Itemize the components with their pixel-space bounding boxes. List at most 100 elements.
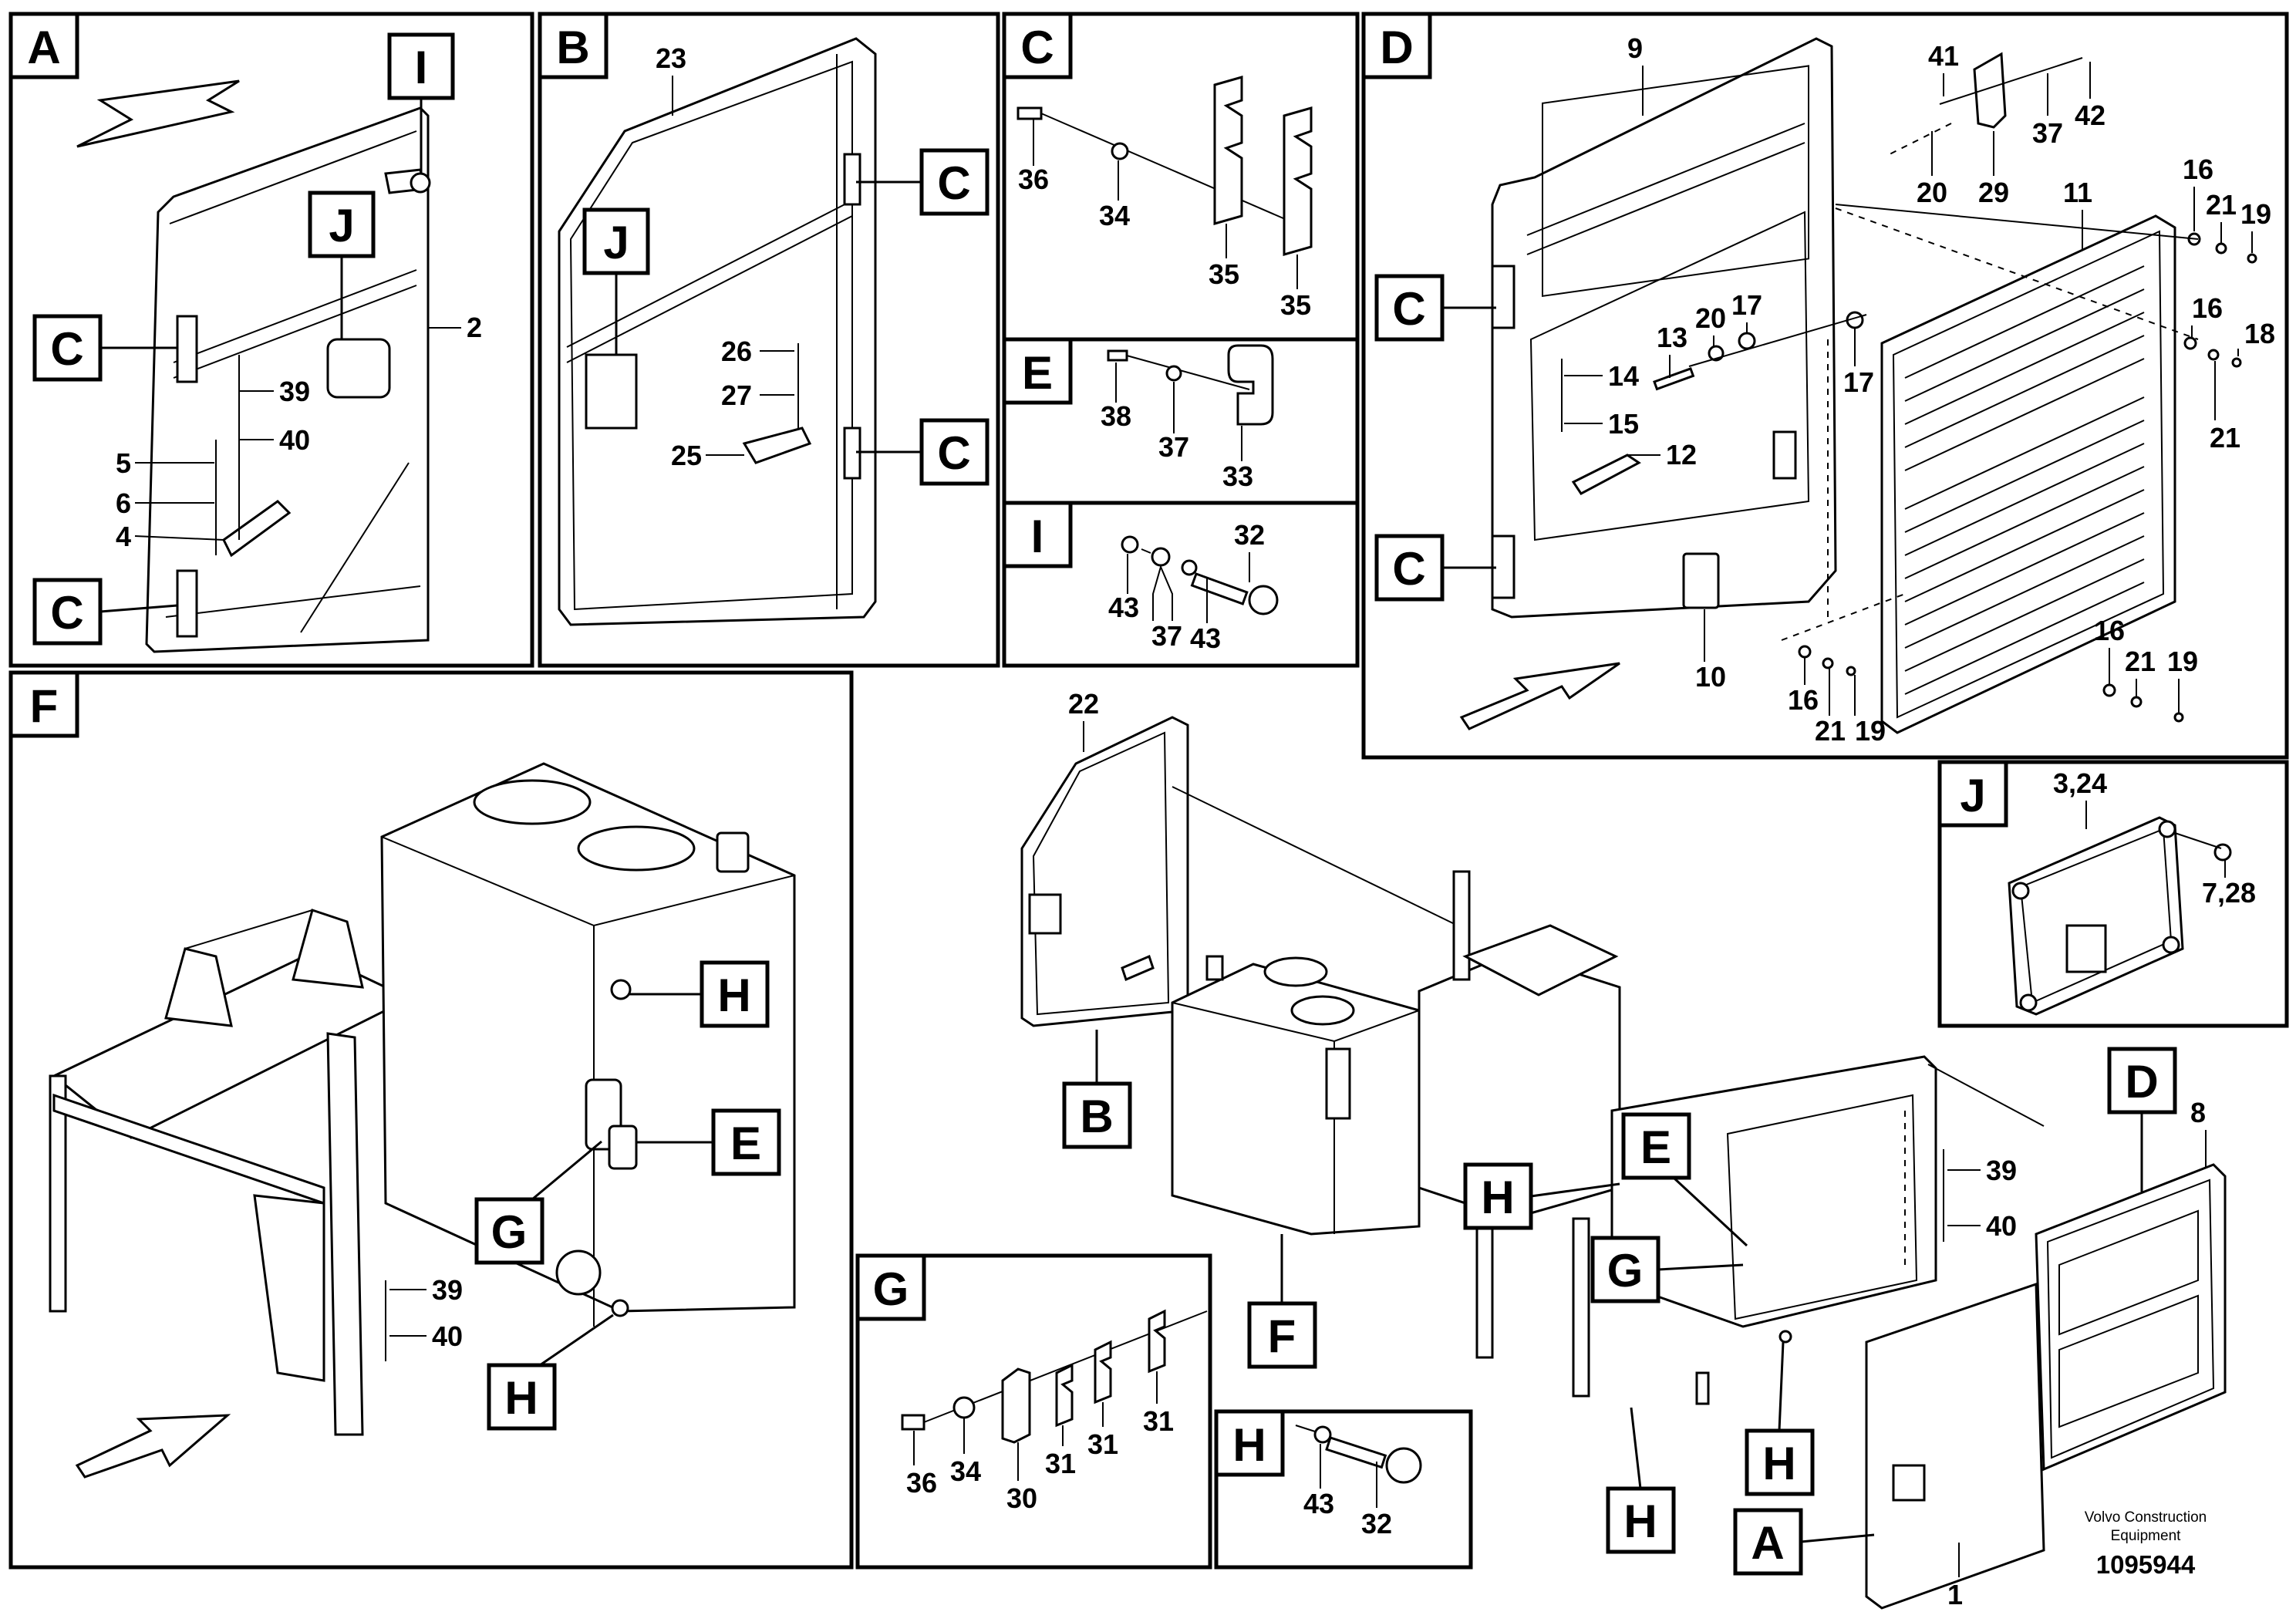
panel-j-label: J: [1937, 760, 2008, 828]
svg-text:34: 34: [950, 1455, 981, 1487]
company-name-line2: Equipment: [2111, 1528, 2182, 1544]
lock-plate-b: [585, 353, 638, 430]
svg-text:16: 16: [2183, 153, 2213, 185]
svg-text:39: 39: [279, 376, 310, 407]
panel-b-label: B: [538, 12, 609, 79]
panel-i-frame: [1002, 501, 1360, 668]
callout-b-c2: C: [856, 418, 990, 486]
panel-c-label: C: [1002, 12, 1073, 79]
svg-text:38: 38: [1101, 400, 1131, 432]
svg-text:C: C: [937, 427, 970, 479]
svg-text:17: 17: [1843, 366, 1874, 398]
svg-text:29: 29: [1978, 177, 2009, 208]
callout-f-h1: H: [629, 960, 770, 1028]
panel-f-frame: [8, 670, 854, 1570]
footer: Volvo Construction Equipment 1095944: [2085, 1509, 2207, 1579]
svg-text:16: 16: [2192, 292, 2223, 324]
svg-text:G: G: [873, 1263, 909, 1315]
washer-37-i: [1151, 547, 1171, 567]
callout-d-c1: C: [1374, 274, 1496, 342]
svg-text:16: 16: [2094, 615, 2125, 646]
svg-text:J: J: [603, 217, 629, 268]
panel-j-part-labels: 3,24 7,28: [2053, 767, 2256, 909]
svg-text:C: C: [50, 323, 83, 375]
svg-text:36: 36: [1018, 164, 1049, 195]
catch-33: [1227, 344, 1274, 426]
panel-d-label: D: [1361, 12, 1432, 79]
svg-text:H: H: [1762, 1438, 1795, 1489]
stud-32: [1190, 572, 1249, 605]
nut-43b: [1181, 559, 1198, 576]
latch-j: [2065, 924, 2107, 973]
door-panel-b: [558, 37, 877, 626]
panel-c-drawing: [1017, 76, 1313, 256]
panel-g-frame: [855, 1253, 1212, 1570]
svg-text:C: C: [1392, 543, 1425, 595]
svg-text:G: G: [1607, 1245, 1644, 1297]
svg-text:33: 33: [1222, 460, 1253, 492]
svg-text:C: C: [1020, 22, 1054, 73]
svg-text:H: H: [1232, 1419, 1266, 1471]
svg-text:43: 43: [1190, 622, 1221, 654]
main-assembly-drawing: [1020, 716, 2227, 1610]
panel-i-drawing: [1121, 535, 1279, 615]
svg-text:18: 18: [2244, 318, 2275, 349]
svg-text:G: G: [491, 1206, 528, 1258]
svg-text:16: 16: [1788, 684, 1819, 716]
handle-d-12: [1571, 454, 1641, 495]
callout-main-f: F: [1247, 1234, 1317, 1369]
svg-text:42: 42: [2075, 99, 2106, 131]
washer-34-g: [952, 1396, 976, 1419]
hinge-d-upper: [1491, 265, 1515, 329]
panel-a-frame: [8, 12, 534, 668]
svg-text:40: 40: [432, 1320, 463, 1352]
svg-text:A: A: [27, 22, 60, 73]
callout-main-b: B: [1062, 1030, 1132, 1149]
svg-text:32: 32: [1361, 1508, 1392, 1539]
callout-b-j: J: [582, 207, 650, 355]
direction-arrow-f-icon: [75, 1414, 231, 1479]
panel-d-frame: [1361, 12, 2289, 760]
svg-text:F: F: [1268, 1310, 1296, 1362]
svg-text:14: 14: [1608, 360, 1639, 392]
callout-f-h2: H: [487, 1313, 614, 1431]
panel-e-drawing: [1107, 344, 1274, 426]
svg-text:21: 21: [2125, 646, 2156, 677]
panel-f-label: F: [8, 670, 79, 738]
callout-main-g: G: [1590, 1236, 1744, 1303]
handle-b: [742, 427, 812, 464]
panel-f-part-labels: 39 40: [389, 1274, 463, 1352]
panel-i-part-labels: 32 43 37 43: [1108, 519, 1265, 654]
shim-35b: [1283, 106, 1313, 256]
svg-text:A: A: [1751, 1517, 1784, 1569]
svg-text:H: H: [717, 969, 750, 1021]
shim-31a: [1055, 1363, 1074, 1428]
svg-text:C: C: [50, 587, 83, 639]
svg-text:1: 1: [1947, 1579, 1963, 1610]
callout-a-c1: C: [32, 314, 177, 382]
panel-h-frame: [1214, 1409, 1473, 1570]
svg-text:31: 31: [1045, 1448, 1076, 1479]
shim-35a: [1213, 76, 1243, 225]
svg-text:39: 39: [432, 1274, 463, 1306]
callout-d-c2: C: [1374, 534, 1496, 602]
door-22: [1020, 716, 1189, 1027]
svg-text:J: J: [1960, 770, 1985, 821]
door-panel-d: [1491, 37, 1837, 619]
document-number: 1095944: [2096, 1550, 2196, 1579]
panel-h-drawing: [1295, 1425, 1422, 1484]
callout-main-e: E: [1621, 1112, 1748, 1247]
svg-text:27: 27: [721, 379, 752, 411]
svg-text:26: 26: [721, 336, 752, 367]
direction-arrow-d-icon: [1459, 662, 1620, 730]
knob-32: [1248, 585, 1279, 615]
svg-text:35: 35: [1209, 258, 1239, 290]
panel-g-drawing: [901, 1309, 1208, 1444]
svg-text:H: H: [1623, 1496, 1657, 1547]
callout-main-h1: H: [1463, 1162, 1620, 1230]
svg-text:J: J: [329, 200, 354, 251]
panel-a-drawing: [76, 79, 431, 653]
svg-text:19: 19: [1855, 715, 1886, 747]
panel-g-part-labels: 36 34 30 31 31 31: [906, 1371, 1174, 1514]
hinge-lower: [176, 569, 198, 638]
